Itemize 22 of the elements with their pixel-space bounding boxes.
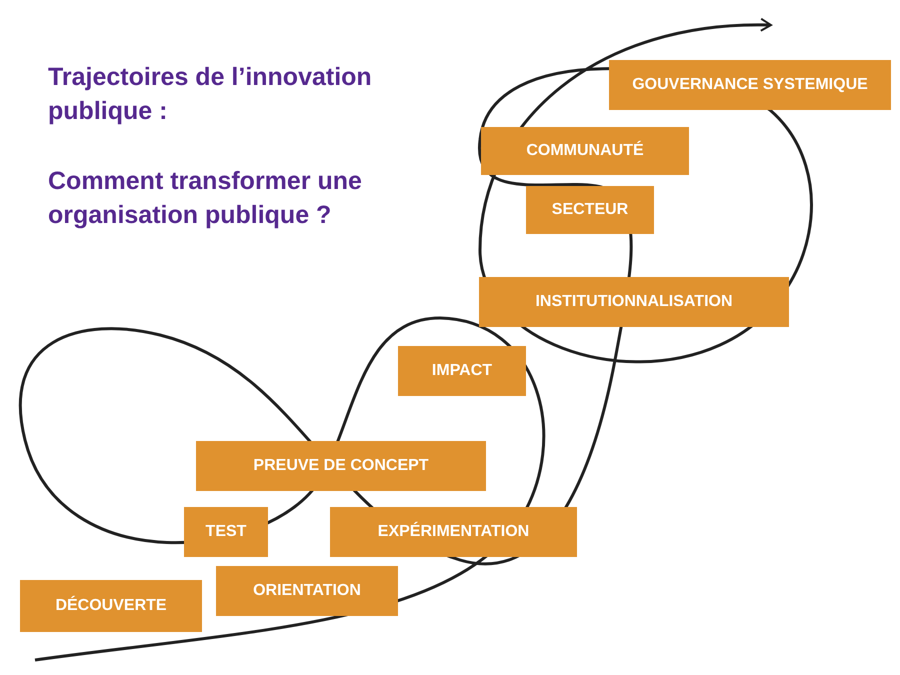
stage-label: PREUVE DE CONCEPT — [253, 456, 429, 476]
stage-label: EXPÉRIMENTATION — [378, 520, 530, 542]
stage-label: ORIENTATION — [253, 581, 361, 601]
stage-label: INSTITUTIONNALISATION — [535, 292, 733, 312]
stage-box — [20, 580, 202, 632]
stage-label: TEST — [206, 522, 246, 542]
stage-box — [196, 441, 486, 491]
stage-box — [398, 346, 526, 396]
stage-box — [216, 566, 398, 616]
stage-label: COMMUNAUTÉ — [526, 140, 644, 161]
stage-box — [526, 186, 654, 234]
stage-label: GOUVERNANCE SYSTEMIQUE — [632, 75, 868, 95]
stage-label: IMPACT — [432, 361, 492, 381]
stage-box — [481, 127, 689, 175]
stage-label: DÉCOUVERTE — [55, 594, 167, 616]
stage-box — [479, 277, 789, 327]
title: Trajectoires de l’innovation publique : — [48, 62, 373, 127]
stage-box — [184, 507, 268, 557]
stage-box — [609, 60, 891, 110]
stage-label: SECTEUR — [552, 200, 628, 220]
subtitle: Comment transformer une organisation publique ? — [48, 166, 363, 231]
stage-box — [330, 507, 577, 557]
